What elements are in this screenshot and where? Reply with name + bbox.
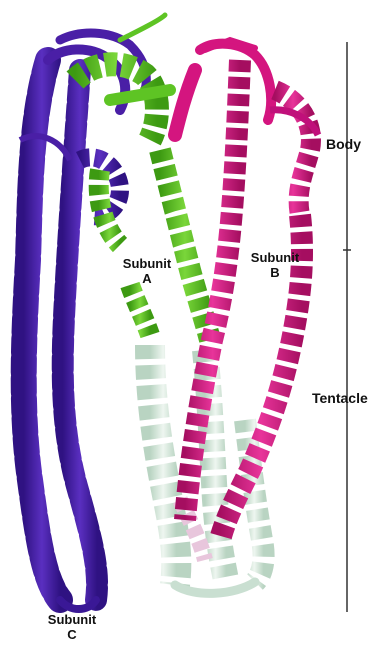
subunit-c-label: Subunit C <box>40 612 104 642</box>
subunit-a-ribbon <box>75 15 210 340</box>
subunit-a-label-line1: Subunit <box>115 256 179 271</box>
subunit-a-label-line2: A <box>115 271 179 286</box>
subunit-a-label: Subunit A <box>115 256 179 286</box>
tentacle-label: Tentacle <box>312 390 368 406</box>
subunit-b-label-line1: Subunit <box>243 250 307 265</box>
subunit-b-label: Subunit B <box>243 250 307 280</box>
subunit-c-label-line1: Subunit <box>40 612 104 627</box>
subunit-c-ribbon <box>20 33 146 609</box>
subunit-c-label-line2: C <box>40 627 104 642</box>
body-label: Body <box>326 136 361 152</box>
subunit-b-label-line2: B <box>243 265 307 280</box>
